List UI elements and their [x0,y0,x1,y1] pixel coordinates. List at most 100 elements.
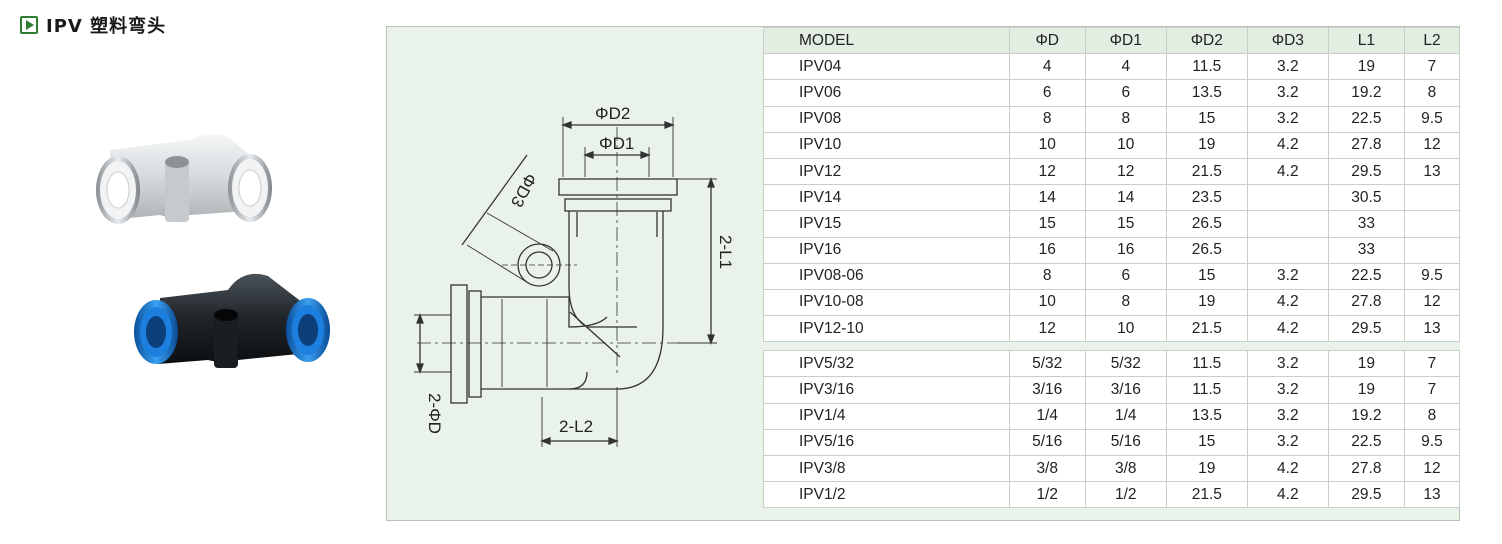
value-cell: 12 [1403,454,1461,483]
value-cell: 3.2 [1246,105,1329,133]
value-cell: 16 [1084,236,1167,264]
value-cell [1246,184,1329,212]
value-cell: 27.8 [1327,454,1405,483]
value-cell: 9.5 [1403,262,1461,290]
value-cell: 12 [1403,131,1461,159]
value-cell: 8 [1084,105,1167,133]
value-cell: 3/8 [1084,454,1167,483]
value-cell: 5/32 [1084,350,1167,378]
model-cell: IPV1/2 [763,481,1010,509]
value-cell: 11.5 [1165,350,1248,378]
value-cell: 3.2 [1246,428,1329,457]
value-cell: 5/32 [1008,350,1086,378]
model-cell: IPV08-06 [763,262,1010,290]
value-cell: 15 [1008,210,1086,238]
value-cell: 10 [1084,131,1167,159]
model-cell: IPV1/4 [763,402,1010,430]
header-cell: L1 [1327,26,1405,55]
model-cell: IPV10 [763,131,1010,159]
value-cell: 13 [1403,315,1461,343]
model-cell: IPV3/16 [763,376,1010,404]
model-cell: IPV06 [763,79,1010,107]
model-cell: IPV04 [763,53,1010,81]
header-cell: ΦD2 [1165,26,1248,55]
value-cell: 3.2 [1246,350,1329,378]
value-cell: 1/2 [1084,481,1167,509]
technical-drawing: ΦD2 ΦD1 ΦD3 2-L1 2-L2 2-ΦD [414,104,735,447]
value-cell: 23.5 [1165,184,1248,212]
value-cell: 4.2 [1246,157,1329,186]
label-l1: 2-L1 [716,235,735,269]
table-gap-row [763,341,1460,352]
value-cell: 4.2 [1246,315,1329,343]
value-cell: 13 [1403,157,1461,186]
value-cell: 26.5 [1165,210,1248,238]
value-cell: 4.2 [1246,288,1329,317]
value-cell [1403,184,1461,212]
value-cell [1246,210,1329,238]
value-cell: 19 [1327,376,1405,404]
value-cell: 19 [1165,131,1248,159]
value-cell: 33 [1327,236,1405,264]
value-cell: 7 [1403,53,1461,81]
value-cell: 21.5 [1165,157,1248,186]
value-cell: 8 [1008,105,1086,133]
value-cell: 10 [1008,288,1086,317]
value-cell: 15 [1165,262,1248,290]
value-cell: 3.2 [1246,376,1329,404]
model-cell: IPV12-10 [763,315,1010,343]
model-cell: IPV16 [763,236,1010,264]
header-cell: MODEL [763,26,1010,55]
value-cell: 21.5 [1165,315,1248,343]
value-cell: 15 [1165,105,1248,133]
value-cell: 29.5 [1327,481,1405,509]
value-cell: 10 [1084,315,1167,343]
header-cell: ΦD1 [1084,26,1167,55]
value-cell: 5/16 [1008,428,1086,457]
label-l2: 2-L2 [559,417,593,436]
value-cell: 14 [1008,184,1086,212]
table-header-row: MODEL ΦD ΦD1 ΦD2 ΦD3 L1 L2 [763,26,1461,55]
blue-elbow-fitting-image [134,273,330,368]
value-cell: 3/16 [1084,376,1167,404]
section-header: IPV 塑料弯头 [20,12,166,38]
value-cell: 7 [1403,376,1461,404]
value-cell: 13 [1403,481,1461,509]
value-cell: 9.5 [1403,428,1461,457]
header-cell: L2 [1403,26,1461,55]
value-cell: 22.5 [1327,105,1405,133]
value-cell: 33 [1327,210,1405,238]
value-cell: 8 [1403,79,1461,107]
value-cell: 29.5 [1327,315,1405,343]
spec-panel: ΦD2 ΦD1 ΦD3 2-L1 2-L2 2-ΦD MODEL ΦD ΦD1 … [386,26,1461,521]
value-cell: 27.8 [1327,288,1405,317]
value-cell: 22.5 [1327,428,1405,457]
value-cell: 15 [1084,210,1167,238]
value-cell: 21.5 [1165,481,1248,509]
value-cell: 5/16 [1084,428,1167,457]
value-cell: 19.2 [1327,402,1405,430]
value-cell: 19 [1165,454,1248,483]
value-cell: 1/4 [1084,402,1167,430]
value-cell: 3.2 [1246,402,1329,430]
value-cell: 19 [1327,350,1405,378]
label-d1: ΦD1 [599,134,634,153]
value-cell: 8 [1084,288,1167,317]
value-cell: 10 [1008,131,1086,159]
value-cell: 6 [1084,262,1167,290]
value-cell: 11.5 [1165,376,1248,404]
value-cell: 14 [1084,184,1167,212]
